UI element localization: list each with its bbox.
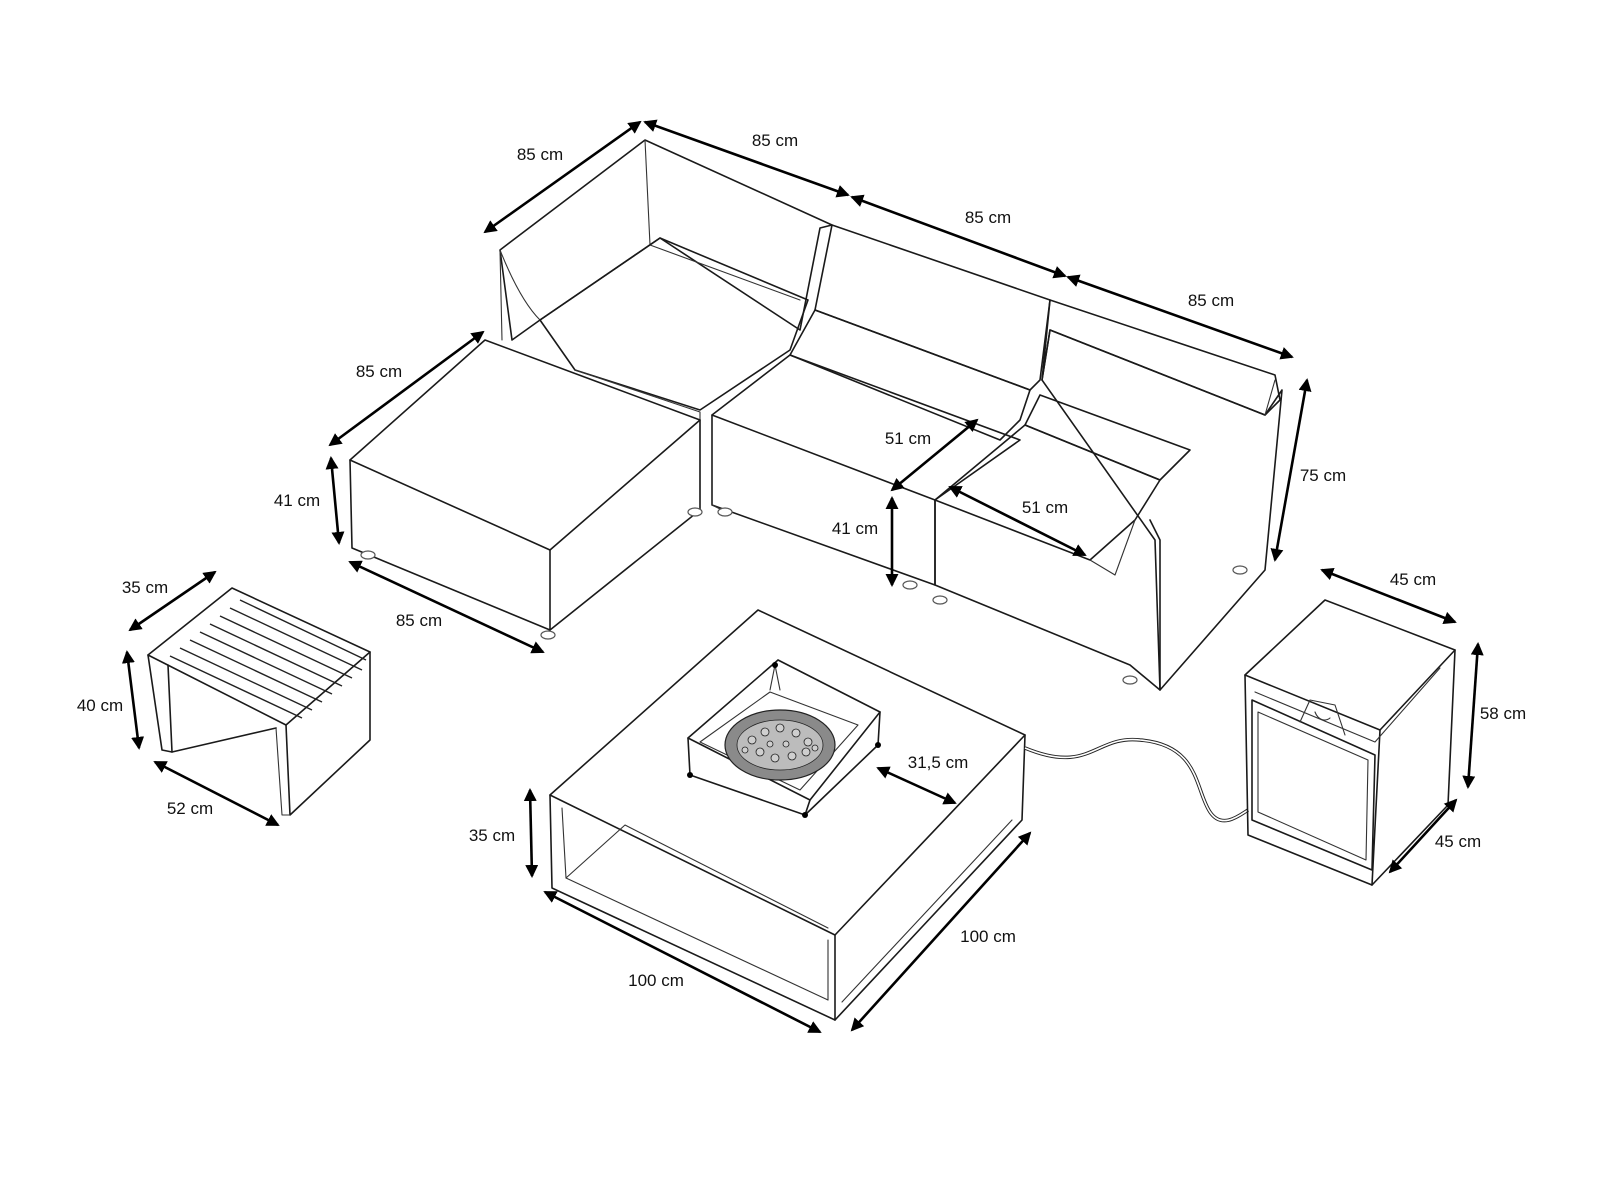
label-tank-cabinet-width: 45 cm [1389, 570, 1437, 589]
arrow-ottoman-depth [328, 330, 485, 447]
label-fire-table-depth: 100 cm [960, 927, 1016, 946]
label-sofa-height: 75 cm [1299, 466, 1347, 485]
label-side-table-width: 52 cm [166, 799, 214, 818]
arrow-ottoman-width [348, 560, 545, 654]
label-tank-cabinet-height: 58 cm [1479, 704, 1527, 723]
sofa-end-module [934, 299, 1283, 691]
arrow-ottoman-height [325, 456, 345, 545]
label-fire-table-height: 35 cm [468, 826, 516, 845]
arrow-tank-cabinet-depth [1388, 798, 1458, 874]
label-ottoman-width: 85 cm [395, 611, 443, 630]
sofa-feet [360, 507, 1248, 685]
sofa-middle-module [711, 224, 1051, 586]
fire-table [549, 609, 1026, 1021]
arrow-tank-cabinet-height [1462, 642, 1484, 789]
label-sofa-corner-width: 85 cm [751, 131, 799, 150]
arrow-sofa-end-width [1066, 274, 1294, 360]
label-seat-height: 41 cm [831, 519, 879, 538]
label-sofa-end-width: 85 cm [1187, 291, 1235, 310]
label-seat-depth: 51 cm [884, 429, 932, 448]
arrow-tank-cabinet-width [1320, 567, 1457, 625]
arrow-sofa-middle-width [850, 194, 1067, 279]
label-side-table-height: 40 cm [76, 696, 124, 715]
arrow-side-table-depth [128, 570, 217, 632]
arrow-fire-table-height [523, 788, 539, 878]
label-burner-size: 31,5 cm [907, 753, 969, 772]
label-fire-table-width: 100 cm [628, 971, 684, 990]
label-ottoman-depth: 85 cm [355, 362, 403, 381]
side-table [147, 587, 371, 816]
label-seat-width: 51 cm [1021, 498, 1069, 517]
label-tank-cabinet-depth: 45 cm [1434, 832, 1482, 851]
arrow-side-table-width [153, 760, 280, 827]
label-sofa-middle-width: 85 cm [964, 208, 1012, 227]
arrow-side-table-height [121, 650, 145, 750]
label-ottoman-height: 41 cm [273, 491, 321, 510]
label-side-table-depth: 35 cm [121, 578, 169, 597]
label-sofa-back-depth: 85 cm [516, 145, 564, 164]
dimension-arrows [121, 119, 1484, 1034]
arrow-fire-table-width [543, 890, 822, 1034]
tank-cabinet [1244, 599, 1456, 886]
arrow-seat-width [948, 485, 1087, 557]
arrow-sofa-height [1270, 378, 1312, 562]
arrow-burner-size [876, 766, 957, 805]
arrow-seat-depth [890, 418, 979, 492]
sofa-corner-module [499, 139, 833, 501]
gas-hose [1024, 737, 1249, 823]
lava-rock-texture [741, 723, 819, 763]
side-table-slats [169, 599, 367, 719]
arrow-sofa-corner-width [643, 119, 850, 198]
arrow-fire-table-depth [850, 831, 1032, 1032]
arrow-sofa-back-depth [483, 120, 642, 234]
fire-burner [687, 659, 881, 818]
